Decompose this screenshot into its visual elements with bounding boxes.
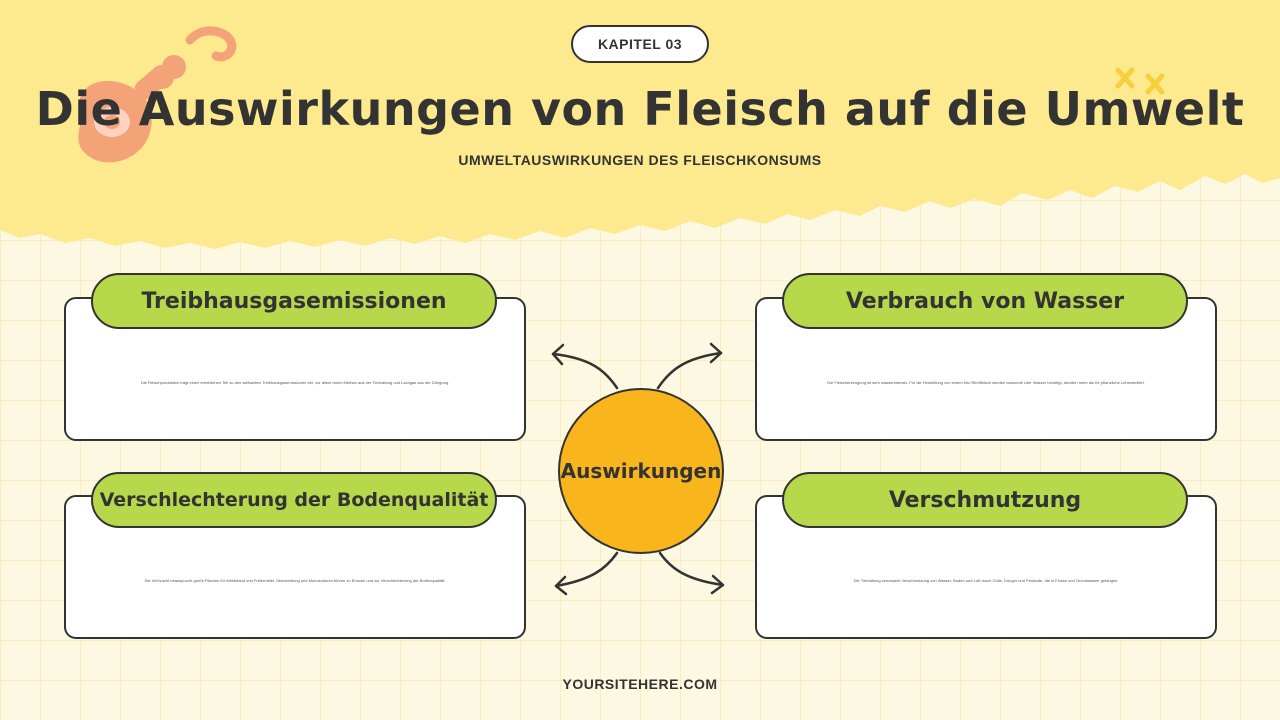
footer-site: YOURSITEHERE.COM [562,676,718,692]
arrow-bottom-right [658,551,725,587]
chapter-badge: KAPITEL 03 [571,25,709,63]
arrow-bottom-left [554,551,619,588]
arrow-top-right [656,351,723,390]
arrow-top-left [551,352,619,390]
card-title: Verschmutzung [782,472,1188,528]
card-title: Verschlechterung der Bodenqualität [91,472,497,528]
hub-circle: Auswirkungen [558,388,724,554]
meat-icon [78,26,237,163]
sparkle-icon [1115,67,1165,95]
card-text: Die Fleischerzeugung ist sehr wasserinte… [827,380,1145,385]
page-title: Die Auswirkungen von Fleisch auf die Umw… [35,82,1245,136]
page-subtitle: UMWELTAUSWIRKUNGEN DES FLEISCHKONSUMS [458,152,822,168]
card-title: Verbrauch von Wasser [782,273,1188,329]
card-text: Die Tierhaltung verursacht Verschmutzung… [853,578,1119,583]
torn-paper-header [0,0,1280,249]
card-text: Die Fleischproduktion trägt einen erhebl… [140,380,450,385]
card-title: Treibhausgasemissionen [91,273,497,329]
card-text: Die Viehzucht beansprucht große Flächen … [144,578,446,583]
